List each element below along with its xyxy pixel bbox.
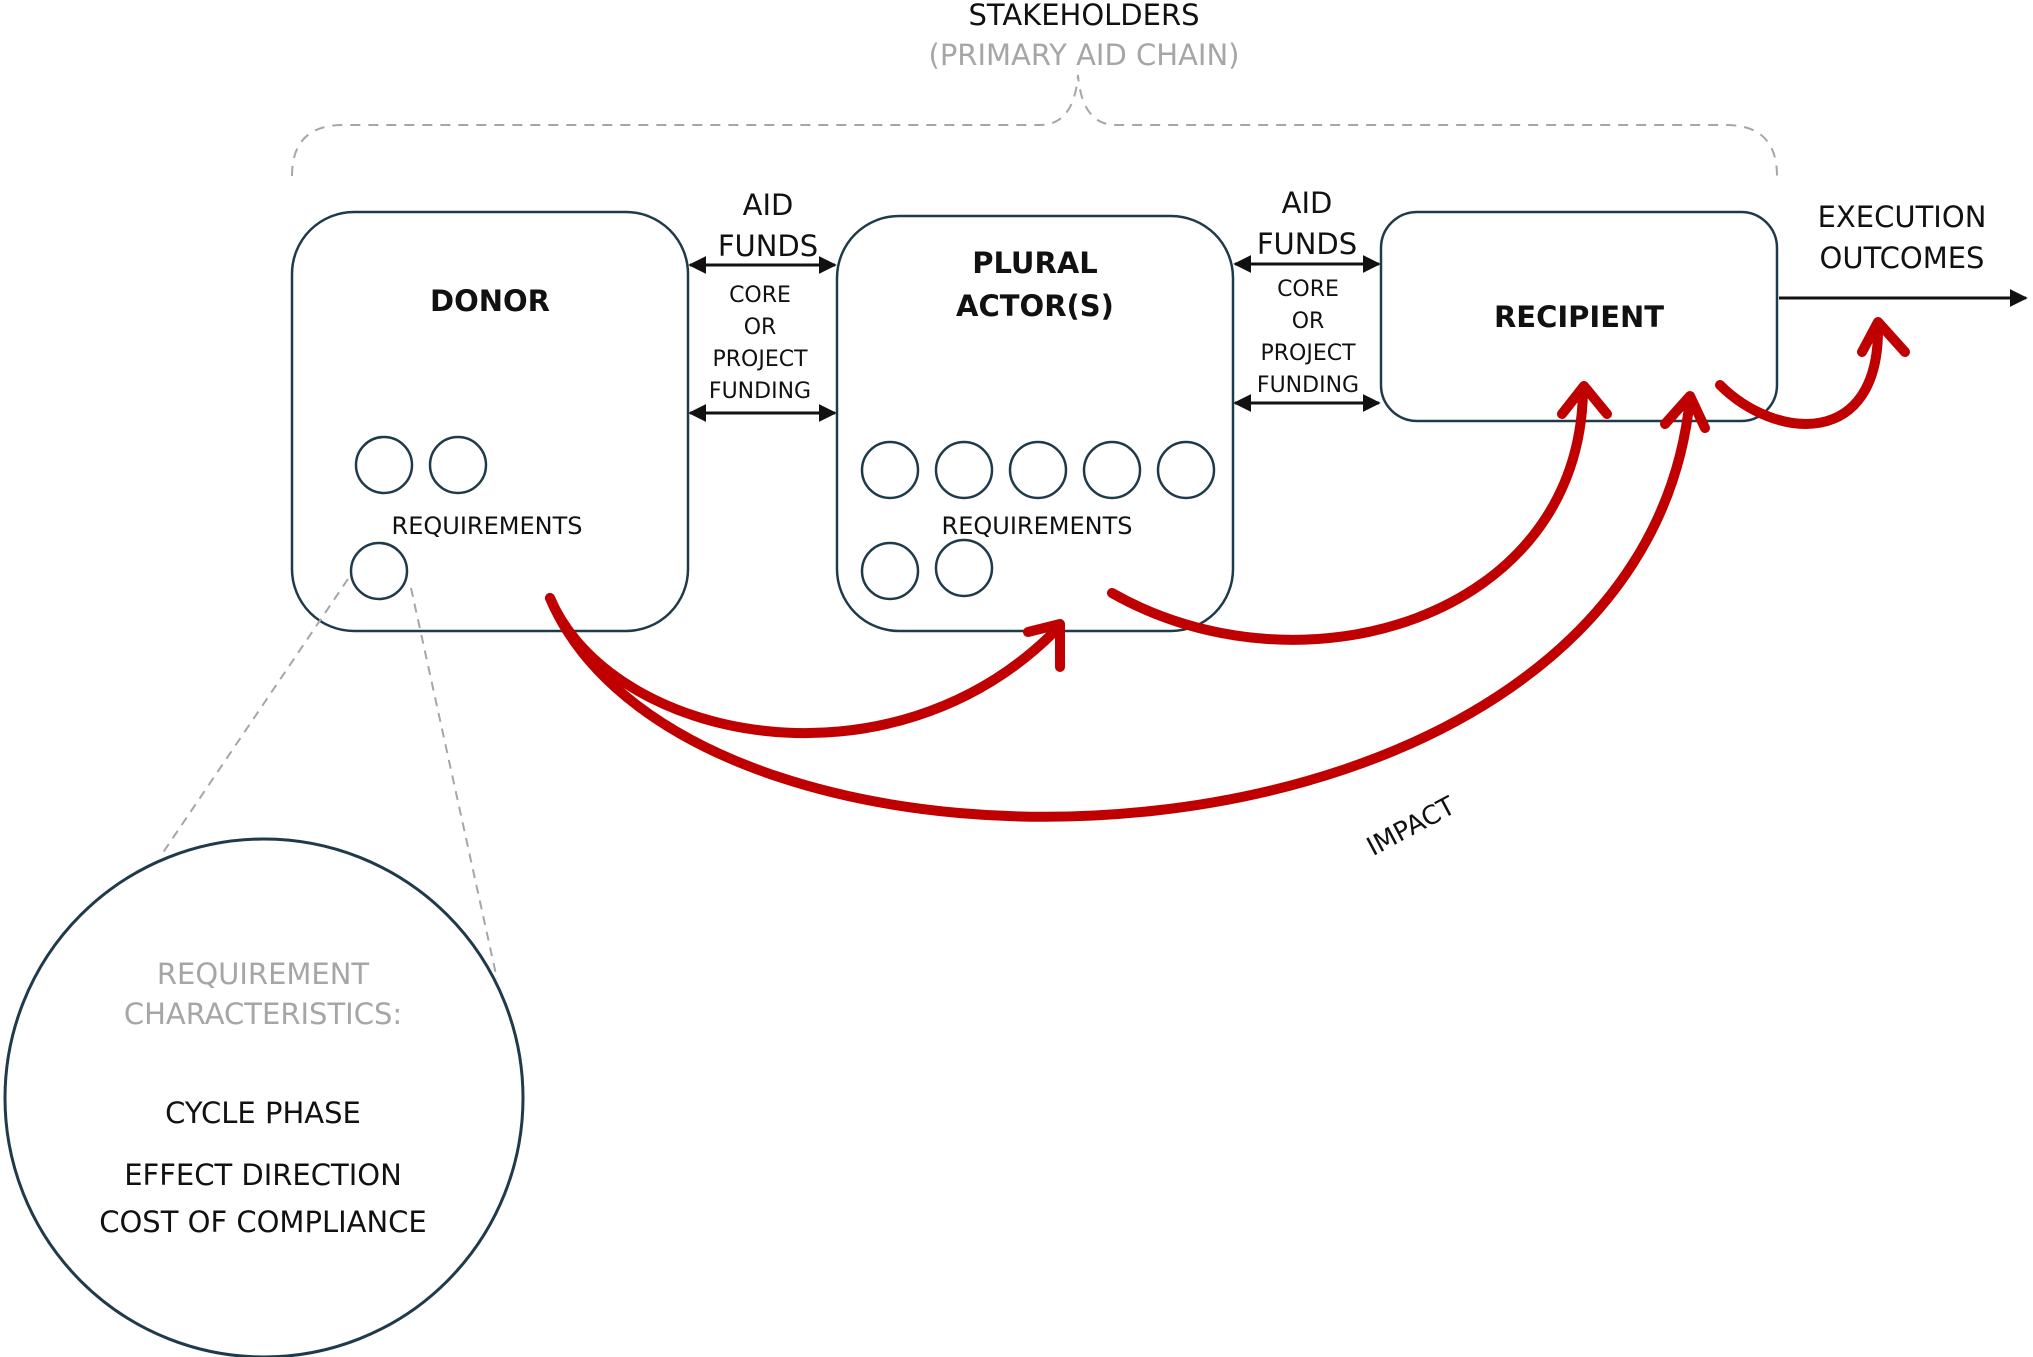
impact-arrowhead (1660, 391, 1710, 433)
aid-funds-2-detail: PROJECT (1260, 341, 1356, 366)
aid-funds-1-detail: FUNDING (709, 379, 811, 404)
characteristic-item: EFFECT DIRECTION (124, 1158, 402, 1192)
characteristic-item: CYCLE PHASE (165, 1096, 361, 1130)
actors-requirement-circle (860, 541, 920, 601)
impact-label: IMPACT (1362, 791, 1460, 862)
plural-actors-label-line2: ACTOR(S) (956, 289, 1114, 323)
characteristics-heading-line1: REQUIREMENT (157, 957, 370, 991)
actors-requirements-label: REQUIREMENTS (942, 512, 1133, 540)
actors-requirement-circle (934, 538, 994, 598)
impact-arrowhead (1857, 317, 1910, 357)
donor-box (290, 210, 690, 633)
aid-funds-1-detail: OR (744, 315, 777, 340)
stakeholders-bracket (291, 74, 1778, 177)
stakeholders-title: STAKEHOLDERS (968, 0, 1199, 32)
characteristic-item: COST OF COMPLIANCE (99, 1205, 427, 1239)
zoom-line-left (159, 578, 349, 858)
aid-funds-2-detail: CORE (1277, 277, 1339, 302)
actors-requirement-circle (934, 440, 994, 500)
aid-funds-2-detail: FUNDING (1257, 373, 1359, 398)
impact-arrow-actors-to-recipient (1107, 385, 1588, 645)
impact-arrow-recipient-to-outcomes (1715, 321, 1884, 429)
actors-requirement-circle (1008, 440, 1068, 500)
aid-funds-2-detail: OR (1292, 309, 1325, 334)
aid-funds-1-detail: CORE (729, 283, 791, 308)
aid-funds-1-detail: PROJECT (712, 347, 808, 372)
donor-requirement-circle (349, 541, 409, 601)
recipient-label: RECIPIENT (1494, 300, 1664, 334)
actors-requirement-circle (1082, 440, 1142, 500)
requirement-characteristics-circle (3, 837, 525, 1357)
donor-requirement-circle (428, 435, 488, 495)
aid-funds-1-line2: FUNDS (718, 229, 818, 263)
impact-arrowhead (1557, 381, 1612, 419)
characteristics-heading-line2: CHARACTERISTICS: (124, 997, 402, 1031)
donor-requirement-circle (354, 435, 414, 495)
aid-funds-2-line2: FUNDS (1257, 227, 1357, 261)
donor-requirements-label: REQUIREMENTS (392, 512, 583, 540)
donor-label: DONOR (430, 284, 550, 318)
execution-label: EXECUTION (1818, 200, 1987, 234)
impact-arrows (545, 317, 1910, 822)
primary-aid-chain-subtitle: (PRIMARY AID CHAIN) (929, 38, 1240, 72)
aid-funds-2-line1: AID (1282, 186, 1333, 220)
outcomes-label: OUTCOMES (1820, 241, 1985, 275)
plural-actors-label-line1: PLURAL (972, 246, 1098, 280)
aid-funds-1-line1: AID (743, 188, 794, 222)
actors-requirement-circle (1156, 440, 1216, 500)
impact-arrow-donor-to-recipient (545, 393, 1695, 822)
zoom-line-right (410, 587, 498, 980)
actors-requirement-circle (860, 440, 920, 500)
impact-arrowhead (1023, 619, 1065, 672)
